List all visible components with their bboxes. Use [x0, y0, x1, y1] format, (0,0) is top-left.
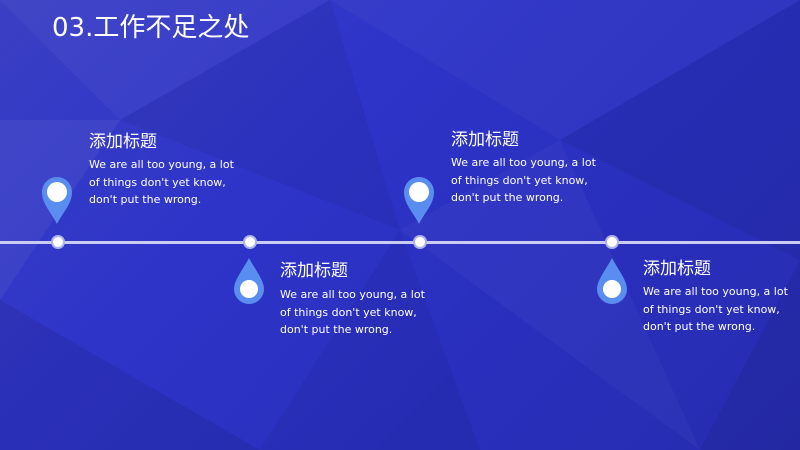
item-title: 添加标题: [89, 132, 157, 152]
item-description: We are all too young, a lot of things do…: [280, 288, 425, 336]
timeline-node: [413, 235, 427, 249]
slide-title: 03.工作不足之处: [52, 13, 250, 43]
item-title: 添加标题: [451, 130, 519, 150]
item-title: 添加标题: [280, 261, 348, 281]
timeline-node: [51, 235, 65, 249]
water-drop-icon: [234, 258, 264, 304]
timeline-line: [0, 241, 800, 244]
timeline-node: [605, 235, 619, 249]
item-title: 添加标题: [643, 259, 711, 279]
item-description: We are all too young, a lot of things do…: [451, 156, 596, 204]
item-description: We are all too young, a lot of things do…: [643, 285, 788, 333]
item-description: We are all too young, a lot of things do…: [89, 158, 234, 206]
map-pin-icon: [404, 177, 434, 224]
map-pin-icon: [42, 177, 72, 224]
timeline-node: [243, 235, 257, 249]
water-drop-icon: [597, 258, 627, 304]
